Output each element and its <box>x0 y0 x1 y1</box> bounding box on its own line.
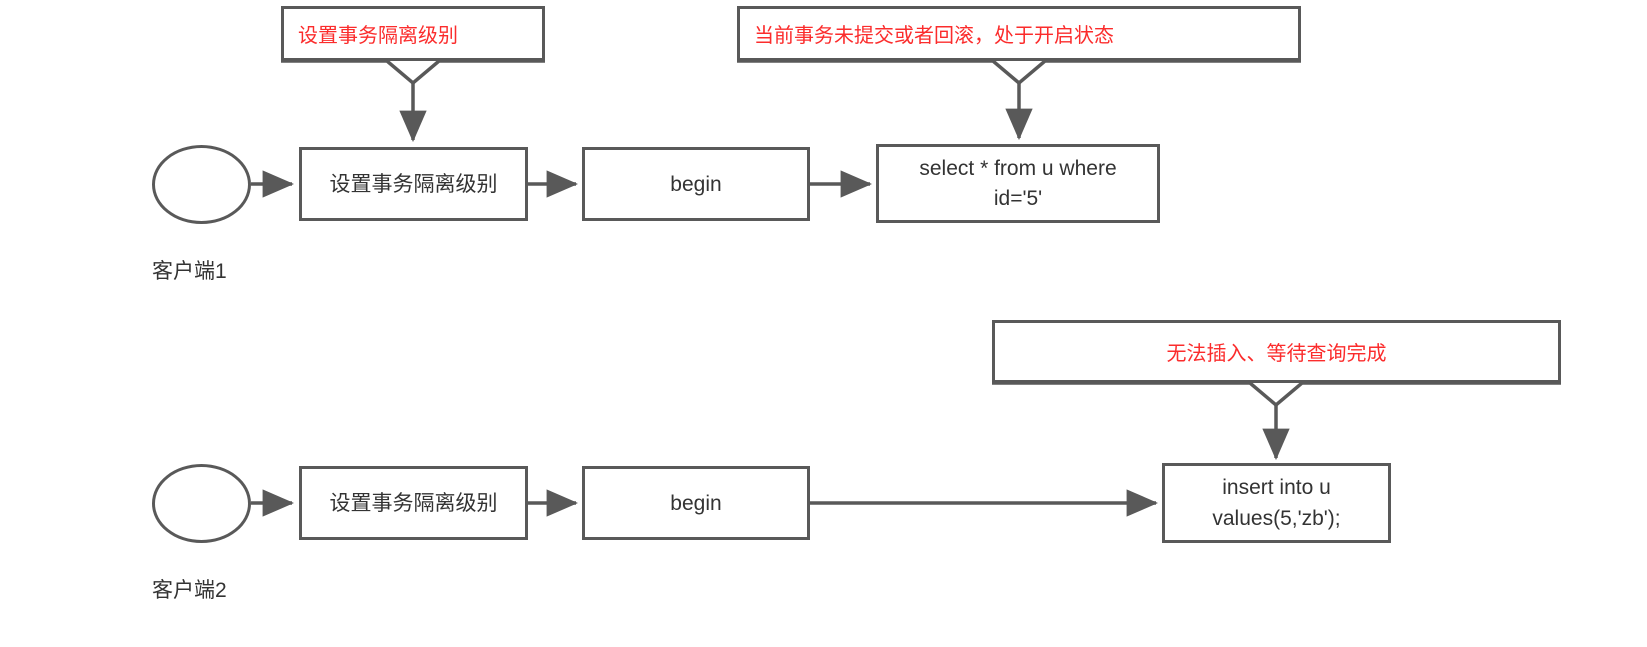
callout-set-isolation: 设置事务隔离级别 <box>281 6 545 61</box>
callout-set-isolation-tail <box>281 59 545 86</box>
node-c2-set-isolation: 设置事务隔离级别 <box>299 466 528 540</box>
node-c2-insert-line-2: values(5,'zb'); <box>1212 507 1341 530</box>
node-c1-set-isolation-line-1: 设置事务隔离级别 <box>329 172 498 196</box>
node-c2-set-isolation-line-1: 设置事务隔离级别 <box>329 491 498 515</box>
node-c2-insert-line-1: insert into u <box>1222 476 1331 499</box>
node-c2-begin: begin <box>582 466 810 540</box>
lane-client2-start-circle <box>152 464 251 543</box>
node-c1-select-line-2: id='5' <box>993 187 1043 211</box>
lane-client1-label: 客户端1 <box>152 260 227 283</box>
callout-insert-blocked-tail <box>992 381 1561 408</box>
callout-transaction-open-tail <box>737 59 1301 86</box>
node-c1-select: select * from u where id='5' <box>876 144 1160 223</box>
node-c1-begin-line-1: begin <box>670 172 722 196</box>
callout-set-isolation-text: 设置事务隔离级别 <box>298 25 458 47</box>
node-c1-begin: begin <box>582 147 810 221</box>
node-c2-insert: insert into u values(5,'zb'); <box>1162 463 1391 543</box>
callout-insert-blocked-text: 无法插入、等待查询完成 <box>1166 343 1387 365</box>
callout-transaction-open-text: 当前事务未提交或者回滚，处于开启状态 <box>754 25 1114 47</box>
callout-transaction-open: 当前事务未提交或者回滚，处于开启状态 <box>737 6 1301 61</box>
lane-client2-label: 客户端2 <box>152 579 227 602</box>
lane-client1-start-circle <box>152 145 251 224</box>
node-c1-set-isolation: 设置事务隔离级别 <box>299 147 528 221</box>
callout-insert-blocked: 无法插入、等待查询完成 <box>992 320 1561 383</box>
node-c1-select-line-1: select * from u where <box>919 156 1117 180</box>
node-c2-begin-line-1: begin <box>670 491 722 515</box>
